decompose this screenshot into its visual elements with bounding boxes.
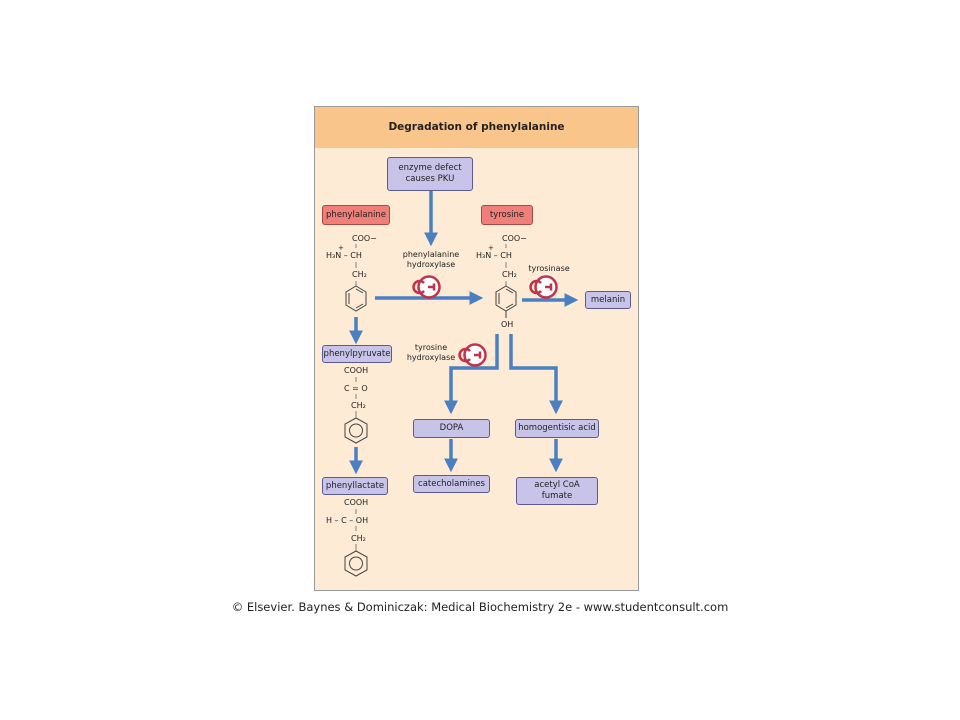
phenylpyruvate-methylene: CH₂ — [351, 401, 366, 410]
phenylalanine-benzene-ring — [345, 285, 367, 312]
phenylpyruvate-carboxyl: COOH — [344, 366, 369, 375]
catecholamines-box: catecholamines — [413, 475, 490, 493]
enzyme-symbol-phenylalanine-hydroxylase — [412, 275, 441, 299]
arrow-tyrosine-to-dopa — [444, 334, 499, 415]
arrow-tyrosine-to-homogentisic — [509, 334, 563, 415]
homogentisic-acid-box: homogentisic acid — [515, 419, 599, 438]
figure-header: Degradation of phenylalanine — [315, 107, 638, 148]
phe-carboxylate: COO− — [352, 234, 377, 243]
tyrosinase-label: tyrosinase — [528, 264, 570, 273]
phenyllactate-benzene-ring — [344, 550, 368, 577]
phenyllactate-hydroxy: H – C – OH — [326, 516, 369, 525]
tyr-methylene: CH₂ — [502, 270, 517, 279]
phe-charge-plus: + — [338, 244, 344, 252]
enzyme-defect-box: enzyme defect causes PKU — [387, 157, 473, 191]
phenylpyruvate-keto: C = O — [344, 384, 368, 393]
phenyllactate-methylene: CH₂ — [351, 534, 366, 543]
phenylpyruvate-box: phenylpyruvate — [322, 345, 392, 363]
tyr-carboxylate: COO− — [502, 234, 527, 243]
phenyllactate-carboxyl: COOH — [344, 498, 369, 507]
phe-methylene: CH₂ — [352, 270, 367, 279]
figure-title: Degradation of phenylalanine — [388, 121, 565, 133]
dopa-box: DOPA — [413, 419, 490, 438]
tyr-amino-group: H₃N – CH — [476, 251, 512, 260]
copyright-caption: © Elsevier. Baynes & Dominiczak: Medical… — [231, 600, 729, 614]
phenyllactate-box: phenyllactate — [322, 477, 388, 495]
tyr-hydroxyl: OH — [501, 320, 514, 329]
phenylpyruvate-benzene-ring — [344, 417, 368, 444]
phe-amino-group: H₃N – CH — [326, 251, 362, 260]
phenylalanine-box: phenylalanine — [322, 205, 390, 225]
enzyme-symbol-tyrosinase — [529, 275, 558, 299]
tyr-charge-plus: + — [488, 244, 494, 252]
melanin-box: melanin — [585, 291, 631, 309]
phenylalanine-hydroxylase-label: phenylalanine hydroxylase — [402, 250, 460, 269]
tyrosine-box: tyrosine — [481, 205, 533, 225]
enzyme-symbol-tyrosine-hydroxylase — [458, 343, 487, 367]
tyrosine-hydroxylase-label: tyrosine hydroxylase — [406, 343, 456, 362]
acetyl-coa-fumate-box: acetyl CoA fumate — [516, 477, 598, 505]
